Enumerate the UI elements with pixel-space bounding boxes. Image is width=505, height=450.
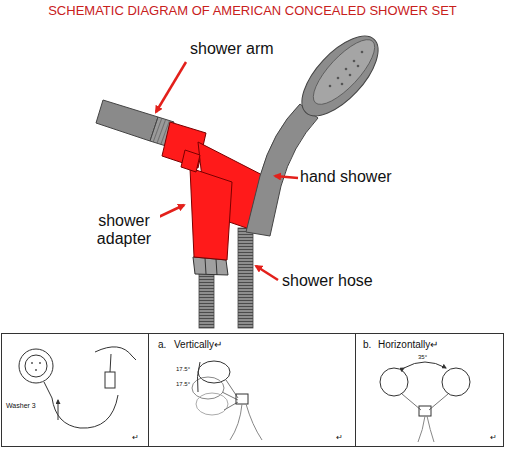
- diagram-title: SCHEMATIC DIAGRAM OF AMERICAN CONCEALED …: [0, 4, 505, 18]
- return-mark: ↵: [490, 434, 497, 443]
- part-label: shower hose: [282, 272, 373, 290]
- angle-label: 17.5°: [176, 366, 190, 373]
- angle-label: 35°: [418, 354, 427, 361]
- panel-letter: a.: [158, 339, 166, 350]
- panel-heading: Horizontally↵: [378, 339, 438, 350]
- part-label: Washer 3: [6, 402, 36, 410]
- angle-label: 17.5°: [176, 381, 190, 388]
- return-mark: ↵: [132, 434, 139, 443]
- part-label: shower adapter: [88, 212, 160, 247]
- return-mark: ↵: [336, 434, 343, 443]
- panel-heading: Vertically↵: [174, 339, 222, 350]
- panel-letter: b.: [363, 339, 371, 350]
- part-label: shower arm: [190, 40, 274, 58]
- part-label: hand shower: [300, 168, 392, 186]
